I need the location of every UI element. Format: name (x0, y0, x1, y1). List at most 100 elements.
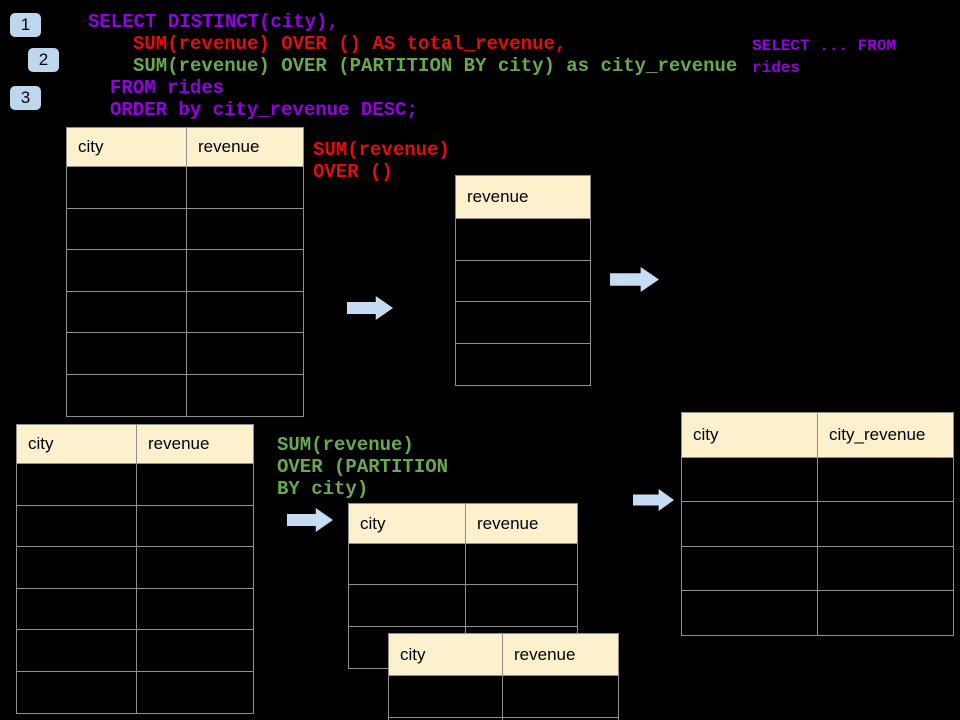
empty-cell (67, 333, 187, 374)
step-badge-1: 1 (10, 13, 41, 37)
table-header-row: revenue (456, 176, 590, 219)
annotation-over-all-line-1: SUM(revenue) (313, 139, 450, 161)
table-row (349, 544, 577, 586)
empty-cell (137, 672, 253, 714)
empty-cell (137, 630, 253, 671)
empty-cell (187, 209, 303, 250)
table-row (67, 208, 303, 250)
sql-line-from: FROM rides (110, 77, 225, 99)
table-row (17, 588, 253, 630)
flow-arrow-icon (347, 296, 393, 320)
empty-cell (818, 547, 953, 590)
sql-line-sum-over-partition: SUM(revenue) OVER (PARTITION BY city) as… (133, 55, 738, 77)
side-note-line-2: rides (752, 59, 801, 77)
table-row (456, 343, 590, 386)
empty-cell (67, 291, 187, 332)
empty-cell (818, 458, 953, 501)
table-row (17, 464, 253, 506)
empty-cell (17, 505, 137, 546)
empty-cell (456, 302, 590, 343)
table-row (682, 590, 953, 636)
table-row (17, 547, 253, 589)
table-row (67, 250, 303, 292)
table-total-revenue-result: revenue (455, 175, 591, 386)
column-header: revenue (477, 513, 539, 533)
empty-cell (67, 167, 187, 208)
table-city-revenue-result: city city_revenue (681, 412, 954, 637)
empty-cell (456, 261, 590, 302)
table-partition-intermediate-overlay: city revenue (388, 633, 619, 720)
empty-cell (456, 219, 590, 260)
column-header: revenue (467, 187, 529, 206)
table-row (17, 671, 253, 714)
flow-arrow-icon (633, 489, 674, 511)
empty-cell (466, 544, 577, 584)
column-header: city_revenue (829, 425, 926, 444)
table-row (389, 718, 618, 720)
column-header: city (389, 634, 503, 675)
empty-cell (503, 676, 618, 717)
annotation-over-all-line-2: OVER () (313, 161, 393, 183)
column-header: revenue (198, 137, 260, 156)
empty-cell (17, 588, 137, 629)
empty-cell (187, 250, 303, 291)
sql-line-sum-over-all: SUM(revenue) OVER () AS total_revenue, (133, 33, 567, 55)
empty-cell (456, 344, 590, 386)
empty-cell (682, 590, 818, 636)
empty-cell (682, 546, 818, 590)
annotation-over-partition-line-2: OVER (PARTITION (277, 456, 449, 478)
table-row (17, 630, 253, 672)
column-header: city (682, 413, 818, 457)
empty-cell (349, 544, 466, 585)
column-header: revenue (514, 644, 576, 664)
empty-cell (187, 333, 303, 374)
empty-cell (682, 458, 818, 502)
table-row (682, 458, 953, 503)
empty-cell (67, 250, 187, 291)
table-row (67, 333, 303, 375)
empty-cell (187, 375, 303, 417)
empty-cell (389, 718, 503, 720)
table-row (17, 505, 253, 547)
empty-cell (17, 671, 137, 713)
empty-cell (17, 630, 137, 671)
step-badge-2: 2 (28, 48, 59, 72)
table-row (682, 502, 953, 547)
empty-cell (349, 585, 466, 626)
table-row (67, 291, 303, 333)
annotation-over-partition-line-3: BY city) (277, 478, 369, 500)
table-row (456, 302, 590, 344)
table-row (682, 546, 953, 591)
table-row (67, 167, 303, 209)
table-row (67, 374, 303, 417)
sql-line-select: SELECT DISTINCT(city), (88, 11, 339, 33)
table-row (349, 585, 577, 627)
empty-cell (187, 167, 303, 208)
table-header-row: city revenue (389, 634, 618, 676)
empty-cell (466, 585, 577, 625)
empty-cell (67, 208, 187, 249)
empty-cell (818, 591, 953, 635)
side-note-line-1: SELECT ... FROM (752, 37, 897, 55)
empty-cell (137, 547, 253, 588)
empty-cell (137, 464, 253, 505)
flow-arrow-icon (610, 267, 659, 292)
annotation-over-partition-line-1: SUM(revenue) (277, 434, 414, 456)
step-badge-3: 3 (10, 86, 41, 110)
empty-cell (187, 292, 303, 333)
empty-cell (818, 502, 953, 545)
flow-arrow-icon (287, 508, 333, 532)
empty-cell (137, 506, 253, 547)
table-row (389, 676, 618, 718)
empty-cell (17, 547, 137, 588)
empty-cell (67, 374, 187, 416)
empty-cell (682, 502, 818, 546)
column-header: revenue (148, 434, 210, 453)
